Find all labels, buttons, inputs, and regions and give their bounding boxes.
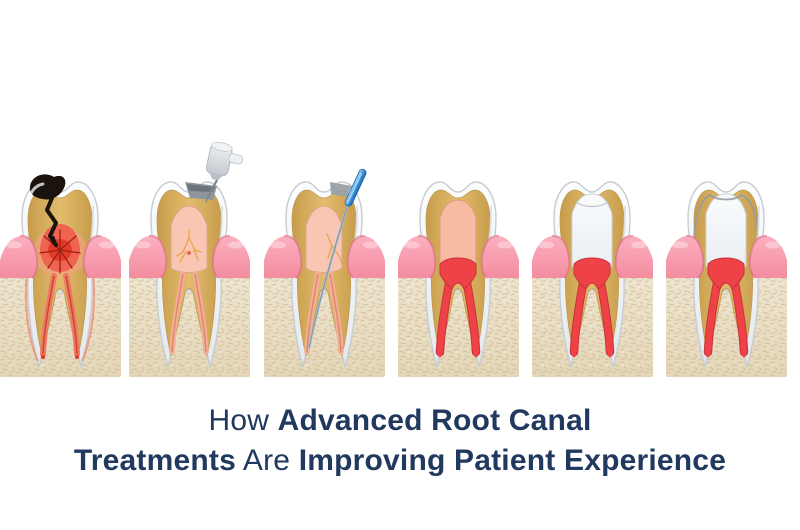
tooth-stage-illustration <box>0 174 121 377</box>
stage-5-sealed-tooth <box>532 140 653 380</box>
root-canal-stages-row <box>0 140 787 380</box>
tooth-stage-illustration <box>532 181 653 377</box>
title-line-2: Treatments Are Improving Patient Experie… <box>0 441 800 481</box>
enamel-highlight <box>424 182 443 206</box>
root-canals <box>304 271 344 355</box>
decay-cavity <box>29 174 66 247</box>
access-cavity <box>330 182 352 197</box>
nerve-fibers <box>39 229 81 274</box>
dental-drill-icon <box>205 142 244 203</box>
tooth-stage-illustration <box>666 181 787 377</box>
stage-6-crown-restoration <box>666 140 787 380</box>
tooth-stage-illustration <box>398 181 519 377</box>
root-canals <box>169 271 209 355</box>
gum-tissue <box>532 234 653 279</box>
nerve-fibers <box>326 233 343 265</box>
enamel-highlight <box>692 182 711 206</box>
title-segment: Are <box>235 444 299 477</box>
stage-4-canal-filling <box>398 140 519 380</box>
gum-tissue <box>264 234 385 279</box>
gum-tissue <box>398 234 519 279</box>
enamel-highlight <box>290 182 309 206</box>
stage-1-infected-tooth <box>0 140 121 380</box>
tooth-stage-illustration <box>264 168 385 377</box>
nerve-fibers <box>176 229 202 263</box>
gutta-percha-filling <box>435 257 481 357</box>
root-canals-infected <box>40 273 80 359</box>
crown-cap-outline <box>693 193 759 253</box>
gutta-percha-filling <box>569 257 615 357</box>
enamel-highlight <box>155 182 174 206</box>
title-segment: How <box>208 404 278 437</box>
title-line-1: How Advanced Root Canal <box>0 401 800 441</box>
gum-tissue <box>129 234 250 279</box>
page-title: How Advanced Root Canal Treatments Are I… <box>0 401 800 481</box>
title-segment: Improving Patient Experience <box>298 444 727 477</box>
title-segment: Advanced Root Canal <box>277 404 592 437</box>
pulp-chamber-exposed <box>170 205 208 273</box>
stage-3-file-cleaning-shaping <box>264 140 385 380</box>
gum-tissue <box>0 234 121 279</box>
tooth-stage-illustration <box>129 142 250 377</box>
gum-tissue <box>666 234 787 279</box>
stage-2-drill-access-opening <box>129 140 250 380</box>
title-segment: Treatments <box>73 444 236 477</box>
gutta-percha-filling <box>703 257 749 357</box>
enamel-highlight <box>558 182 577 206</box>
enamel-highlight <box>26 182 45 206</box>
endodontic-file-icon <box>307 168 367 350</box>
